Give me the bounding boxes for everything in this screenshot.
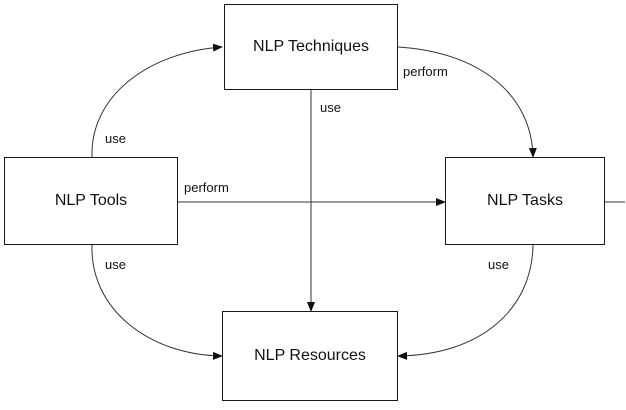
edge-tools-to-resources xyxy=(91,244,223,360)
node-label: NLP Resources xyxy=(254,347,366,364)
node-nlp-tools: NLP Tools xyxy=(4,157,178,245)
edge-label-tasks-resources: use xyxy=(486,257,511,272)
edge-label-tools-tasks: perform xyxy=(182,180,231,195)
node-label: NLP Tools xyxy=(54,192,128,209)
node-label: NLP Techniques xyxy=(253,38,369,55)
node-nlp-tasks: NLP Tasks xyxy=(445,157,605,245)
edge-label-tools-techniques: use xyxy=(103,131,128,146)
node-label: NLP Tasks xyxy=(487,192,563,209)
edge-tasks-to-resources xyxy=(397,244,534,360)
edge-label-tools-resources: use xyxy=(103,257,128,272)
edge-tools-to-techniques xyxy=(91,43,223,158)
edge-label-techniques-resources: use xyxy=(318,100,343,115)
node-nlp-resources: NLP Resources xyxy=(222,311,398,401)
node-nlp-techniques: NLP Techniques xyxy=(224,4,398,90)
edge-techniques-to-tasks xyxy=(397,46,537,158)
edge-label-techniques-tasks: perform xyxy=(401,64,450,79)
